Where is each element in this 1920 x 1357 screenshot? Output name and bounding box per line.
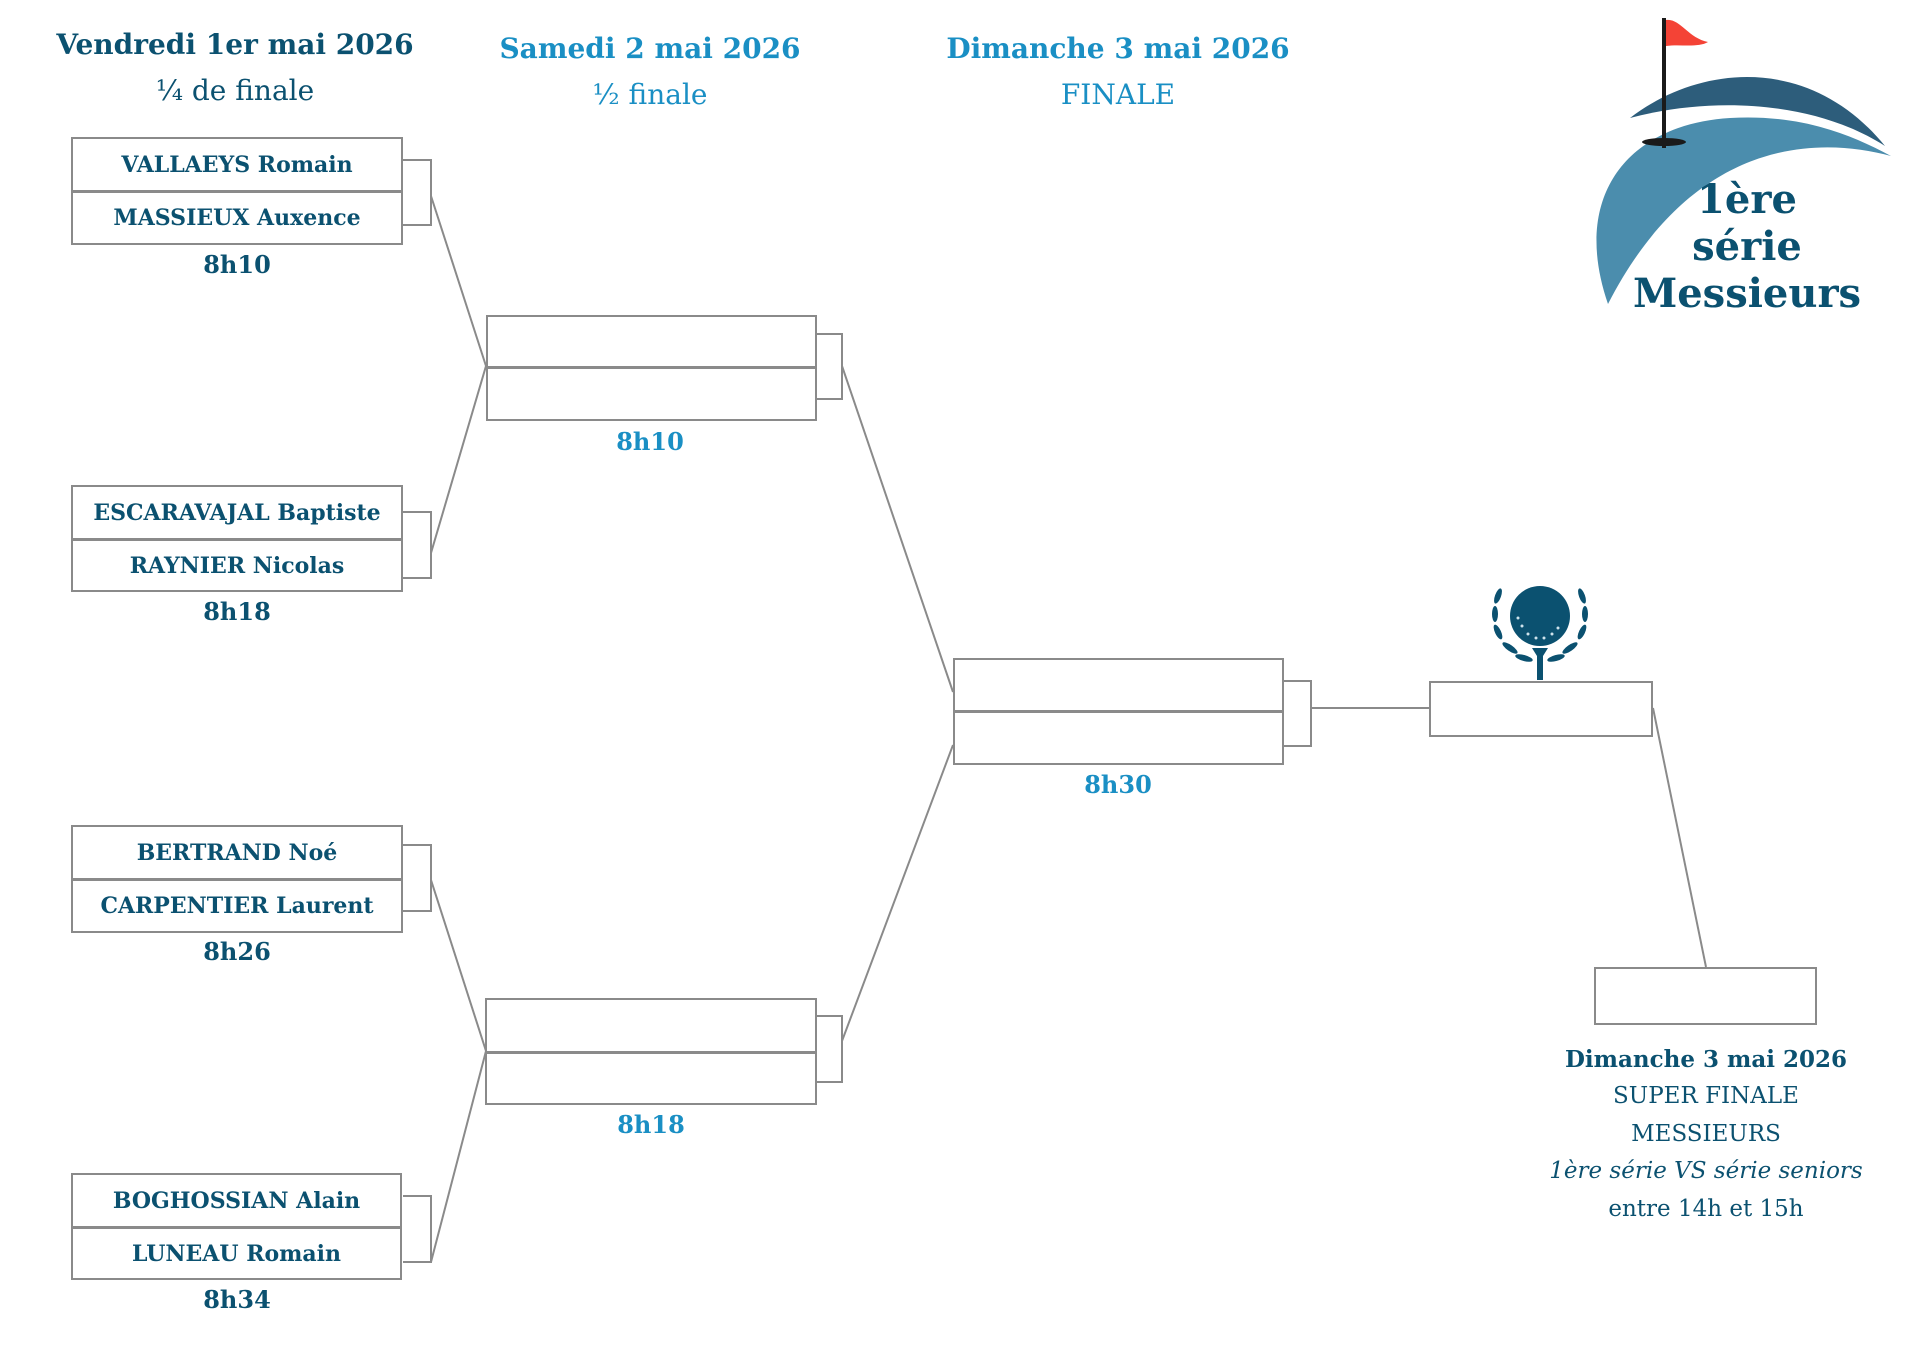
round1-name: ¼ de finale [155, 74, 315, 107]
sf2-player2[interactable] [487, 1054, 815, 1103]
qf4-player1[interactable]: BOGHOSSIAN Alain [73, 1175, 400, 1229]
qf-match-2: ESCARAVAJAL Baptiste RAYNIER Nicolas [71, 485, 403, 592]
qf4-player2[interactable]: LUNEAU Romain [131, 1240, 342, 1267]
super-final-title: SUPER FINALE [1613, 1083, 1799, 1109]
golf-flag-logo [1596, 18, 1891, 304]
qf1-connector [430, 195, 487, 367]
round2-name: ½ finale [592, 78, 708, 111]
sf2-connector [841, 744, 954, 1042]
sf1-time: 8h10 [616, 427, 684, 456]
super-final-box [1594, 967, 1817, 1025]
qf4-connector [430, 1050, 487, 1263]
super-final-time: entre 14h et 15h [1608, 1196, 1804, 1222]
super-final-player[interactable] [1596, 969, 1815, 1023]
final-bracket [1284, 680, 1312, 747]
sf2-bracket [817, 1015, 843, 1083]
qf3-player1[interactable]: BERTRAND Noé [73, 827, 401, 881]
round2-date: Samedi 2 mai 2026 [499, 32, 801, 65]
qf4-time: 8h34 [203, 1285, 271, 1314]
winner-box [1429, 681, 1653, 737]
round3-date: Dimanche 3 mai 2026 [946, 32, 1290, 65]
sf1-player2[interactable] [488, 369, 815, 419]
logo-line-3: Messieurs [1632, 270, 1862, 317]
qf3-player2[interactable]: CARPENTIER Laurent [100, 893, 374, 919]
winner-name[interactable] [1431, 683, 1651, 735]
qf2-time: 8h18 [203, 597, 271, 626]
sf1-bracket [817, 333, 843, 400]
final-time: 8h30 [1084, 770, 1152, 799]
super-final-matchup: 1ère série VS série seniors [1549, 1158, 1863, 1184]
sf2-player1[interactable] [487, 1000, 815, 1054]
qf-match-4: BOGHOSSIAN Alain LUNEAU Romain [71, 1173, 402, 1280]
qf2-bracket [403, 511, 432, 579]
qf4-bracket [403, 1195, 432, 1263]
round1-date: Vendredi 1er mai 2026 [56, 28, 414, 61]
qf1-player2[interactable]: MASSIEUX Auxence [113, 205, 361, 231]
sf1-player1[interactable] [488, 317, 815, 369]
qf1-player1[interactable]: VALLAEYS Romain [73, 139, 401, 193]
logo-line-2: série [1692, 223, 1802, 270]
round3-name: FINALE [1060, 78, 1176, 111]
qf2-player1[interactable]: ESCARAVAJAL Baptiste [73, 487, 401, 541]
qf1-bracket [403, 159, 432, 226]
qf-match-1: VALLAEYS Romain MASSIEUX Auxence [71, 137, 403, 245]
super-final-category: MESSIEURS [1631, 1121, 1781, 1147]
sf2-time: 8h18 [617, 1110, 685, 1139]
qf3-bracket [403, 844, 432, 912]
qf3-time: 8h26 [203, 937, 271, 966]
qf1-time: 8h10 [203, 250, 271, 279]
sf-match-1 [486, 315, 817, 421]
final-player1[interactable] [955, 660, 1282, 713]
super-final-date: Dimanche 3 mai 2026 [1564, 1046, 1848, 1073]
sf1-connector [841, 365, 954, 693]
superfinal-connector [1652, 707, 1707, 968]
golf-trophy-icon [1492, 586, 1588, 680]
final-player2[interactable] [955, 713, 1282, 763]
final-match [953, 658, 1284, 765]
qf-match-3: BERTRAND Noé CARPENTIER Laurent [71, 825, 403, 933]
qf2-player2[interactable]: RAYNIER Nicolas [129, 552, 345, 579]
qf2-connector [430, 365, 487, 554]
qf3-connector [430, 879, 487, 1052]
logo-line-1: 1ère [1697, 176, 1797, 223]
sf-match-2 [485, 998, 817, 1105]
